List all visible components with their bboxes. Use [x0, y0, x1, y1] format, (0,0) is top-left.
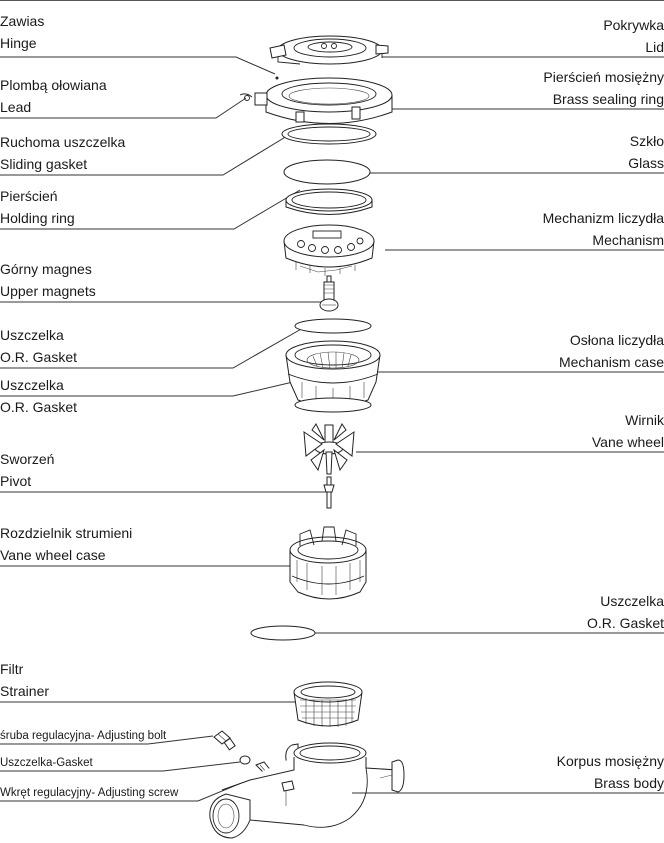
label-gasket-text: Uszczelka-Gasket	[0, 757, 93, 769]
leader-or-gasket-1	[0, 327, 304, 369]
holding-ring-part	[285, 188, 373, 215]
label-adjusting-bolt-text: śruba regulacyjna- Adjusting bolt	[0, 730, 167, 742]
brass-sealing-ring-part	[239, 77, 393, 124]
or-gasket-3-part	[250, 625, 316, 641]
mechanism-case-part	[285, 340, 381, 408]
label-mechanism-case-pl: Osłona liczydła	[569, 332, 664, 348]
label-pivot-en: Pivot	[0, 473, 32, 489]
strainer-part	[293, 681, 363, 727]
adjusting-bolt-part	[213, 730, 236, 751]
leader-sliding-gasket	[0, 132, 293, 176]
label-upper-magnets: Górny magnes Upper magnets	[0, 258, 96, 302]
or-gasket-2-part	[294, 397, 372, 413]
mechanism-part	[283, 224, 375, 276]
label-or-gasket-3: Uszczelka O.R. Gasket	[587, 590, 664, 634]
label-sliding-gasket-en: Sliding gasket	[0, 156, 88, 172]
lid-part	[269, 35, 389, 65]
label-lid-en: Lid	[645, 39, 664, 55]
label-vane-wheel-case: Rozdzielnik strumieni Vane wheel case	[0, 522, 132, 566]
label-brass-body-pl: Korpus mosiężny	[556, 753, 664, 769]
pivot-part	[323, 476, 335, 509]
label-glass-en: Glass	[628, 155, 664, 171]
label-adjusting-bolt: śruba regulacyjna- Adjusting bolt	[0, 729, 166, 743]
label-mechanism-en: Mechanism	[592, 232, 664, 248]
vane-wheel-case-part	[289, 526, 367, 600]
label-brass-body-en: Brass body	[593, 775, 664, 791]
leader-lead	[0, 97, 247, 119]
label-adjusting-screw-text: Wkręt regulacyjny- Adjusting screw	[0, 787, 179, 799]
label-vane-wheel-case-en: Vane wheel case	[0, 547, 106, 563]
leader-lines-left	[0, 56, 330, 802]
label-brass-body: Korpus mosiężny Brass body	[557, 750, 664, 794]
label-hinge-en: Hinge	[0, 35, 37, 51]
top-border	[0, 0, 664, 1]
glass-part	[283, 159, 371, 185]
label-or-gasket-2: Uszczelka O.R. Gasket	[0, 374, 77, 418]
label-vane-wheel-en: Vane wheel	[591, 434, 664, 450]
label-hinge-pl: Zawias	[0, 13, 45, 29]
leader-or-gasket-2	[0, 377, 311, 397]
label-or-gasket-3-pl: Uszczelka	[600, 593, 664, 609]
label-lid-pl: Pokrywka	[603, 17, 664, 33]
hinge-pin	[275, 76, 279, 80]
label-sliding-gasket: Ruchoma uszczelka Sliding gasket	[0, 131, 125, 175]
leader-holding-ring	[0, 189, 301, 230]
label-or-gasket-2-en: O.R. Gasket	[0, 399, 78, 415]
label-glass: Szkło Glass	[628, 130, 664, 174]
label-or-gasket-1-pl: Uszczelka	[0, 327, 64, 343]
label-brass-sealing-ring-en: Brass sealing ring	[552, 91, 664, 107]
label-gasket: Uszczelka-Gasket	[0, 756, 93, 770]
label-mechanism-case-en: Mechanism case	[558, 354, 664, 370]
label-or-gasket-3-en: O.R. Gasket	[586, 615, 664, 631]
label-glass-pl: Szkło	[629, 133, 664, 149]
label-pivot-pl: Sworzeń	[0, 451, 55, 467]
label-holding-ring: Pierścień Holding ring	[0, 185, 75, 229]
label-brass-sealing-ring: Pierścień mosiężny Brass sealing ring	[543, 66, 664, 110]
leader-lines-right	[315, 56, 664, 794]
label-vane-wheel-case-pl: Rozdzielnik strumieni	[0, 525, 133, 541]
label-mechanism-case: Osłona liczydła Mechanism case	[559, 329, 664, 373]
label-or-gasket-2-pl: Uszczelka	[0, 377, 64, 393]
label-adjusting-screw: Wkręt regulacyjny- Adjusting screw	[0, 786, 178, 800]
leader-gasket	[0, 761, 241, 772]
label-mechanism: Mechanizm liczydła Mechanism	[543, 207, 664, 251]
label-strainer-en: Strainer	[0, 683, 50, 699]
gasket-part	[239, 755, 251, 765]
upper-magnets-part	[319, 275, 339, 312]
or-gasket-1-part	[294, 318, 372, 334]
sliding-gasket-part	[281, 123, 377, 145]
label-sliding-gasket-pl: Ruchoma uszczelka	[0, 134, 126, 150]
label-pivot: Sworzeń Pivot	[0, 448, 54, 492]
leader-adjusting-bolt	[0, 735, 214, 745]
leader-hinge	[0, 56, 276, 75]
label-holding-ring-en: Holding ring	[0, 210, 75, 226]
label-holding-ring-pl: Pierścień	[0, 188, 58, 204]
label-lead: Plombą ołowiana Lead	[0, 74, 107, 118]
label-lead-en: Lead	[0, 99, 32, 115]
vane-wheel-part	[303, 423, 355, 475]
label-strainer: Filtr Strainer	[0, 658, 49, 702]
label-upper-magnets-en: Upper magnets	[0, 283, 96, 299]
label-upper-magnets-pl: Górny magnes	[0, 261, 92, 277]
label-vane-wheel-pl: Wirnik	[625, 412, 664, 428]
label-hinge: Zawias Hinge	[0, 10, 44, 54]
label-lid: Pokrywka Lid	[603, 14, 664, 58]
brass-body-part	[209, 742, 405, 839]
label-brass-sealing-ring-pl: Pierścień mosiężny	[543, 69, 664, 85]
label-or-gasket-1: Uszczelka O.R. Gasket	[0, 324, 77, 368]
label-mechanism-pl: Mechanizm liczydła	[542, 210, 664, 226]
label-or-gasket-1-en: O.R. Gasket	[0, 349, 78, 365]
label-vane-wheel: Wirnik Vane wheel	[592, 409, 664, 453]
label-strainer-pl: Filtr	[0, 661, 24, 677]
label-lead-pl: Plombą ołowiana	[0, 77, 107, 93]
